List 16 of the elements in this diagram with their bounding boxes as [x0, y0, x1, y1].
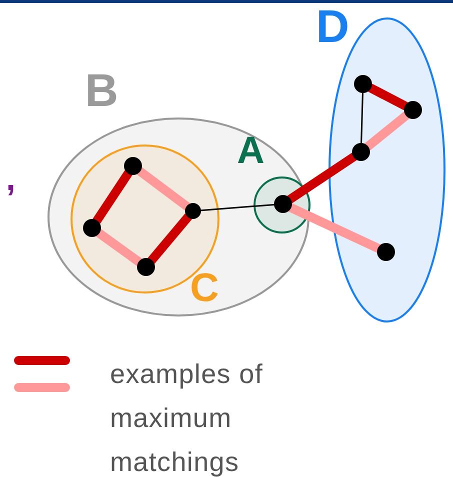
legend-text: examples of maximum matchings — [110, 358, 264, 477]
graph-edge — [287, 152, 357, 204]
graph-edge — [200, 204, 276, 212]
graph-edge — [364, 112, 410, 150]
comma-mark: , — [6, 162, 16, 196]
graph-edge — [148, 213, 192, 264]
group-letter: C — [190, 268, 219, 308]
graph-edge — [368, 84, 408, 110]
graph-edge — [136, 167, 190, 210]
graph-edge — [288, 203, 381, 253]
graph-edge — [92, 170, 132, 224]
group-letter: D — [316, 3, 350, 49]
group-letter: B — [85, 67, 118, 113]
group-letter: A — [237, 132, 264, 170]
graph-edge — [360, 92, 364, 144]
graph-edge — [96, 229, 142, 266]
